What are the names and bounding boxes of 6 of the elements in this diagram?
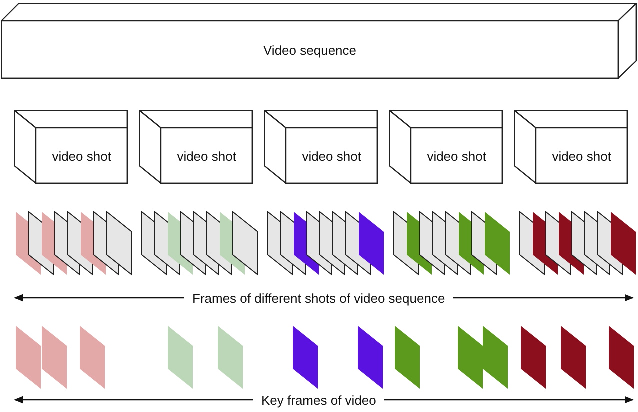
box-label: video shot — [552, 148, 612, 164]
box-label: video shot — [427, 148, 486, 164]
box-label: video shot — [302, 148, 362, 164]
box-label: video shot — [52, 148, 112, 164]
box-label: Video sequence — [264, 42, 357, 58]
box-label: video shot — [177, 148, 236, 164]
